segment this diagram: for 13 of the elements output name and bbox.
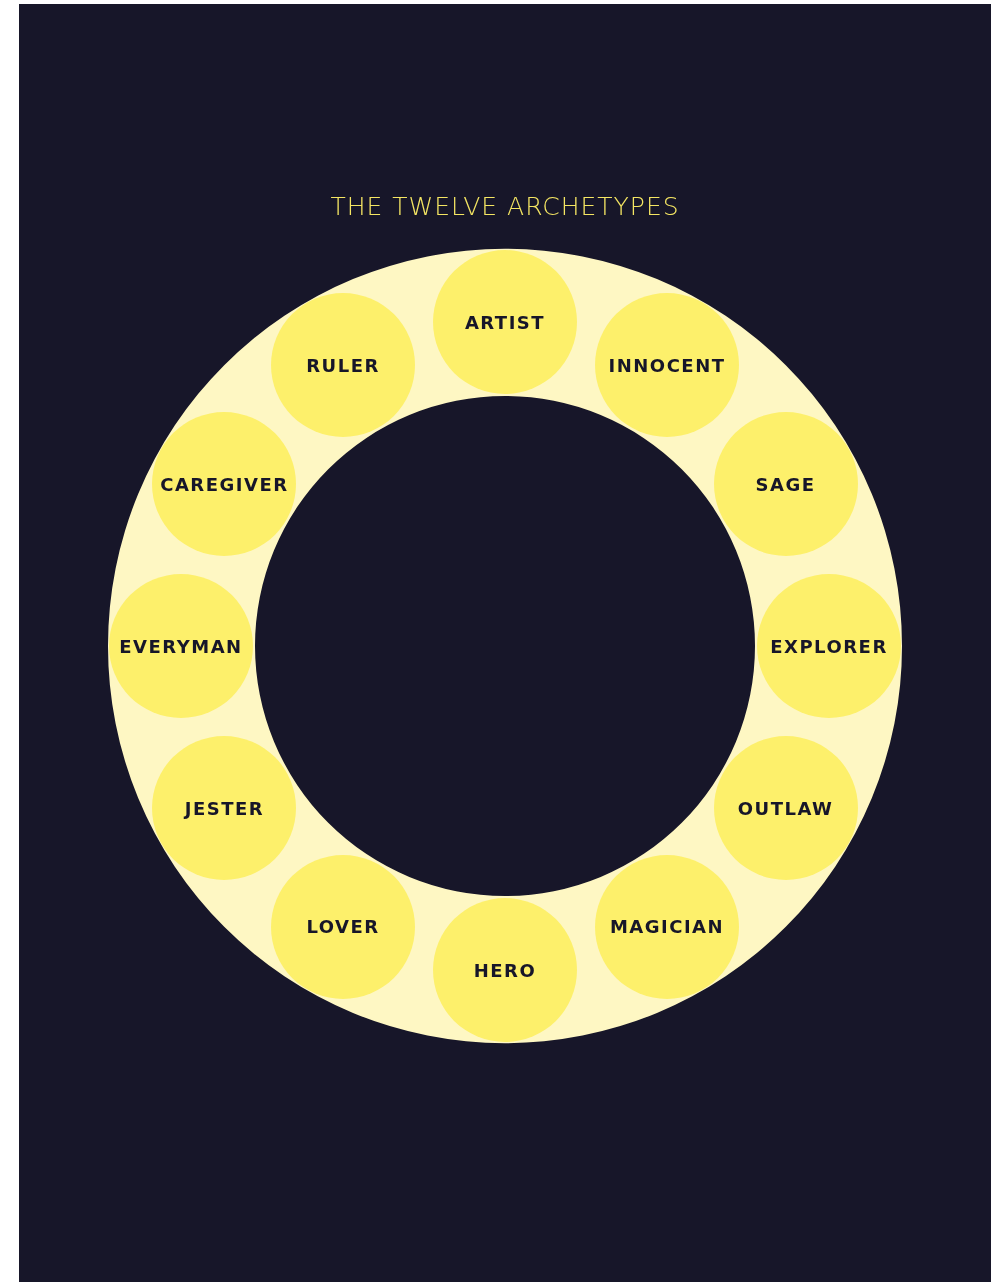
- archetype-label: LOVER: [306, 916, 380, 938]
- title: THE TWELVE ARCHETYPES: [330, 192, 680, 221]
- archetype-label: HERO: [473, 959, 537, 981]
- archetype-label: CAREGIVER: [160, 473, 289, 495]
- archetype-label: OUTLAW: [737, 797, 834, 819]
- archetype-label: EXPLORER: [770, 635, 888, 657]
- archetype-label: EVERYMAN: [119, 635, 243, 657]
- archetype-label: MAGICIAN: [609, 916, 725, 938]
- archetype-label: JESTER: [184, 797, 265, 819]
- archetype-label: ARTIST: [464, 311, 546, 333]
- archetype-label: RULER: [306, 354, 380, 376]
- archetype-label: INNOCENT: [608, 354, 726, 376]
- archetype-label: SAGE: [755, 473, 816, 495]
